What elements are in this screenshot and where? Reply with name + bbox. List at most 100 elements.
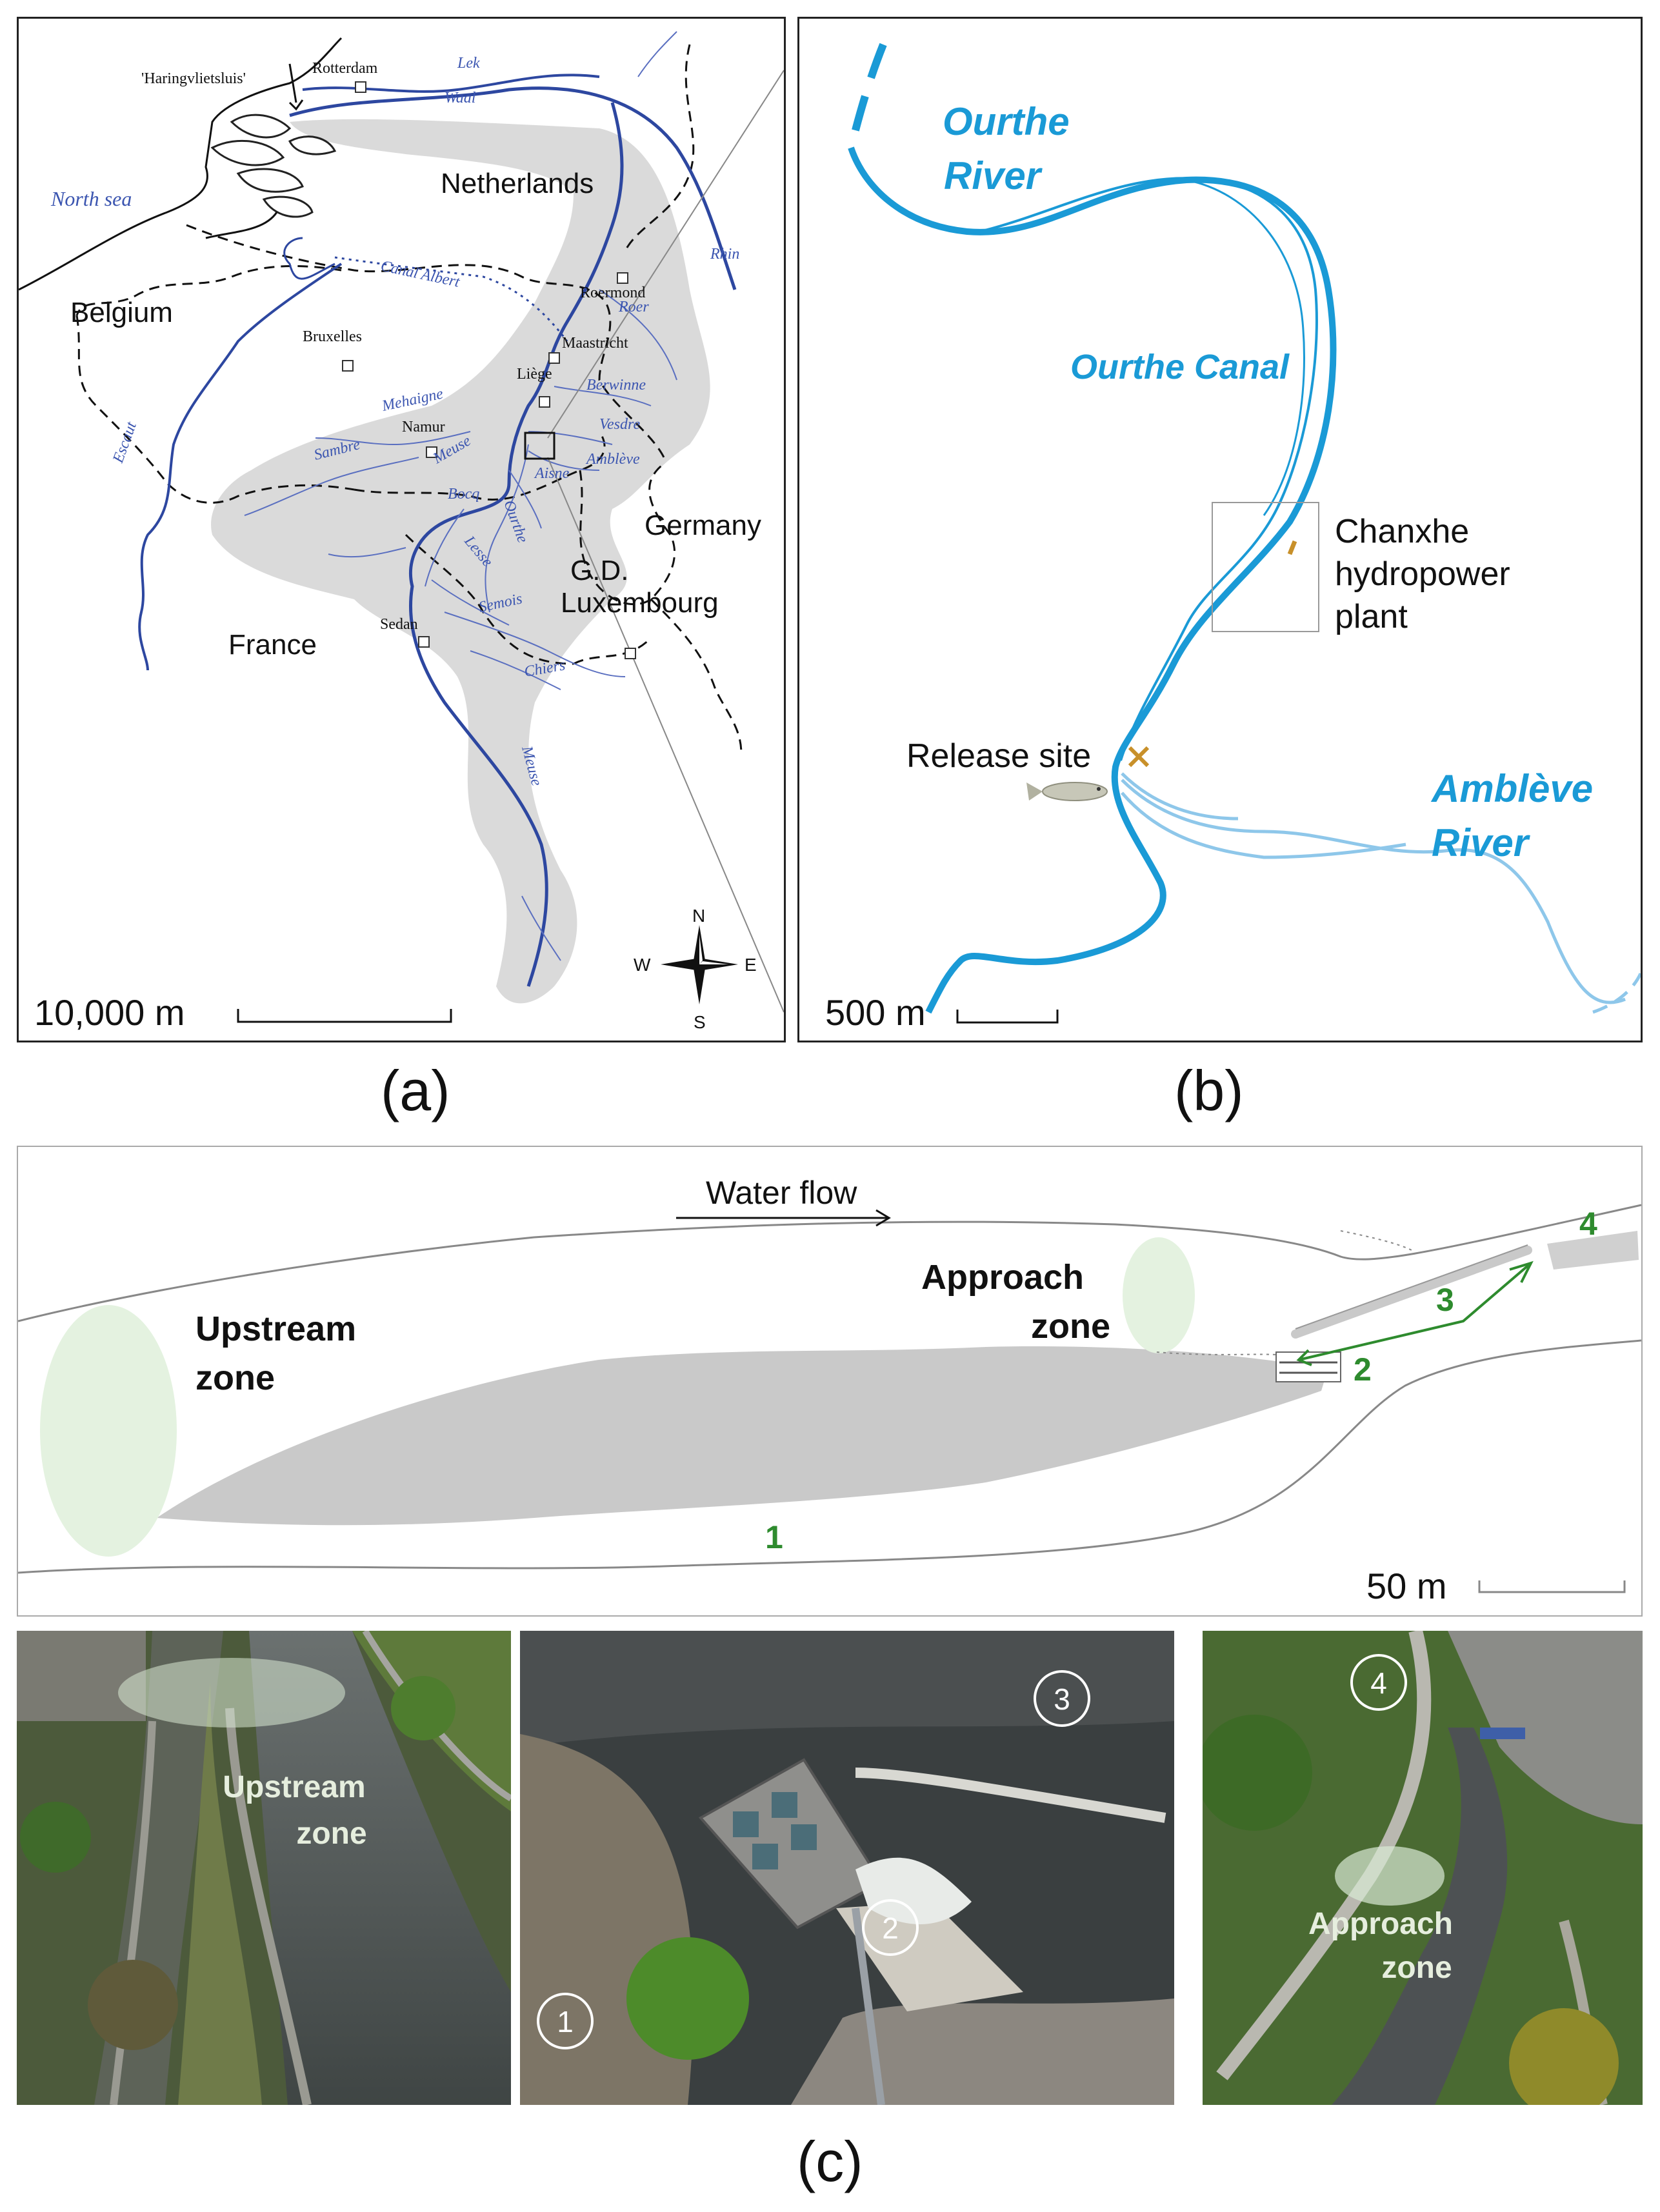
map-panel-b: Ourthe River Ourthe Canal Amblève River … [797,17,1643,1042]
scale-bar-b [956,1010,1059,1024]
city-sedan: Sedan [380,616,418,633]
study-site-map: Ourthe River Ourthe Canal Amblève River … [825,43,1641,1033]
compass-rose-icon [661,925,738,1004]
photo-number-4: 4 [1370,1666,1387,1700]
caption-b: (b) [1174,1059,1244,1122]
photo-number-3-circle [1034,1670,1090,1727]
scale-label-c: 50 m [1366,1566,1447,1606]
photo-number-1-circle [537,1993,594,2049]
aerial-photo-approach: 4 Approach zone [1203,1631,1643,2105]
country-france: France [228,629,317,661]
plant-marker [1287,540,1297,555]
caption-c: (c) [797,2129,863,2193]
upstream-zone-overlay [118,1658,345,1728]
ambleve-river [1121,772,1626,1004]
ourthe-river-dashed [847,43,887,149]
route-number-2: 2 [1354,1351,1372,1388]
river-rhin-label: Rhin [710,246,739,263]
photo-upstream-label-2: zone [296,1817,366,1851]
scale-label-b: 500 m [825,992,926,1033]
country-belgium: Belgium [70,297,173,328]
country-luxembourg: Luxembourg [561,587,719,619]
sea-label: North sea [50,187,132,210]
release-site-marker [1128,746,1150,768]
compass-s: S [694,1012,706,1032]
photo-approach-label-1: Approach [1308,1907,1453,1941]
approach-zone-overlay [1335,1846,1445,1906]
country-netherlands: Netherlands [441,168,594,199]
river-escaut-label: Escaut [110,419,141,466]
map-panel-a: Netherlands Belgium Germany France G.D. … [17,17,786,1042]
caption-a: (a) [381,1059,450,1122]
release-label: Release site [906,737,1091,775]
river-berwinne-label: Berwinne [586,377,646,394]
approach-zone-label-1: Approach [921,1258,1084,1297]
approach-zone-area [1123,1237,1195,1353]
city-namur: Namur [402,419,445,435]
city-rotterdam: Rotterdam [312,60,378,77]
fish-icon [1026,782,1108,801]
coastline [19,37,343,291]
route-number-4: 4 [1579,1206,1597,1242]
photo-approach-label-2: zone [1381,1951,1452,1985]
minor-rivers [244,31,677,961]
photo-number-2: 2 [882,1911,899,1945]
ourthe-river-label-1: Ourthe [943,100,1070,143]
scale-bar-c [1478,1580,1626,1593]
scale-label-a: 10,000 m [34,992,185,1033]
island-area [157,1346,1328,1526]
compass-w: W [634,955,651,975]
study-area-box [524,432,555,460]
river-canal-albert-label: Canal Albert [379,257,462,291]
scale-bar-a [237,1009,452,1023]
river-waal-label: Waal [445,90,476,106]
country-germany: Germany [645,510,761,541]
haringvliet-label: 'Haringvlietsluis' [141,70,246,87]
ourthe-canal-label: Ourthe Canal [1070,348,1290,386]
approach-zone-label-2: zone [1031,1307,1110,1346]
plant-label-2: hydropower [1335,555,1510,593]
water-flow-label: Water flow [706,1175,857,1211]
photo-number-2-circle [862,1899,919,1956]
delta-islands [210,114,337,218]
city-bruxelles: Bruxelles [303,328,362,345]
lower-bank [18,1339,1641,1574]
route-number-1: 1 [765,1519,783,1555]
city-maastricht: Maastricht [562,335,628,352]
compass-e: E [745,955,757,975]
country-gd: G.D. [570,555,628,586]
aerial-photo-plant: 3 2 1 [520,1631,1174,2105]
city-markers [342,81,636,659]
photo-number-3: 3 [1054,1682,1070,1716]
basin-area [211,119,710,1004]
river-lek-label: Lek [457,55,480,72]
zone-diagram: Water flow Upstream zone Approach zone 1… [18,1175,1641,1606]
ambleve-label-2: River [1432,821,1531,864]
river-ambleve-label: Amblève [585,451,640,468]
upper-bank [18,1204,1641,1322]
ambleve-label-1: Amblève [1430,767,1593,810]
route-arrow-2-3-4 [1298,1262,1532,1361]
route-number-3: 3 [1436,1282,1454,1318]
river-vesdre-label: Vesdre [599,416,640,433]
major-rivers [138,74,737,987]
upstream-zone-label-2: zone [195,1359,275,1397]
upstream-zone-label-1: Upstream [195,1310,356,1348]
diagram-panel-c: Water flow Upstream zone Approach zone 1… [17,1146,1643,1617]
city-roermond: Roermond [580,284,645,301]
river-aisne-label: Aisne [534,465,570,482]
plant-label-1: Chanxhe [1335,513,1469,550]
plant-extent-box [1212,502,1319,632]
river-roer-label: Roer [618,299,649,315]
photo-upstream-label-1: Upstream [223,1770,365,1804]
canal-albert [334,256,568,342]
photo-number-1: 1 [557,2005,574,2038]
ourthe-river-line [848,146,1337,1014]
upstream-zone-area [40,1305,177,1557]
fish-pass-pipe [1291,1246,1532,1339]
ourthe-river-label-2: River [944,154,1043,197]
plant-label-3: plant [1335,598,1408,635]
river-bocq-label: Bocq [448,486,479,503]
fish-pass-outlet [1547,1231,1639,1270]
aerial-photo-upstream: Upstream zone [17,1631,511,2105]
